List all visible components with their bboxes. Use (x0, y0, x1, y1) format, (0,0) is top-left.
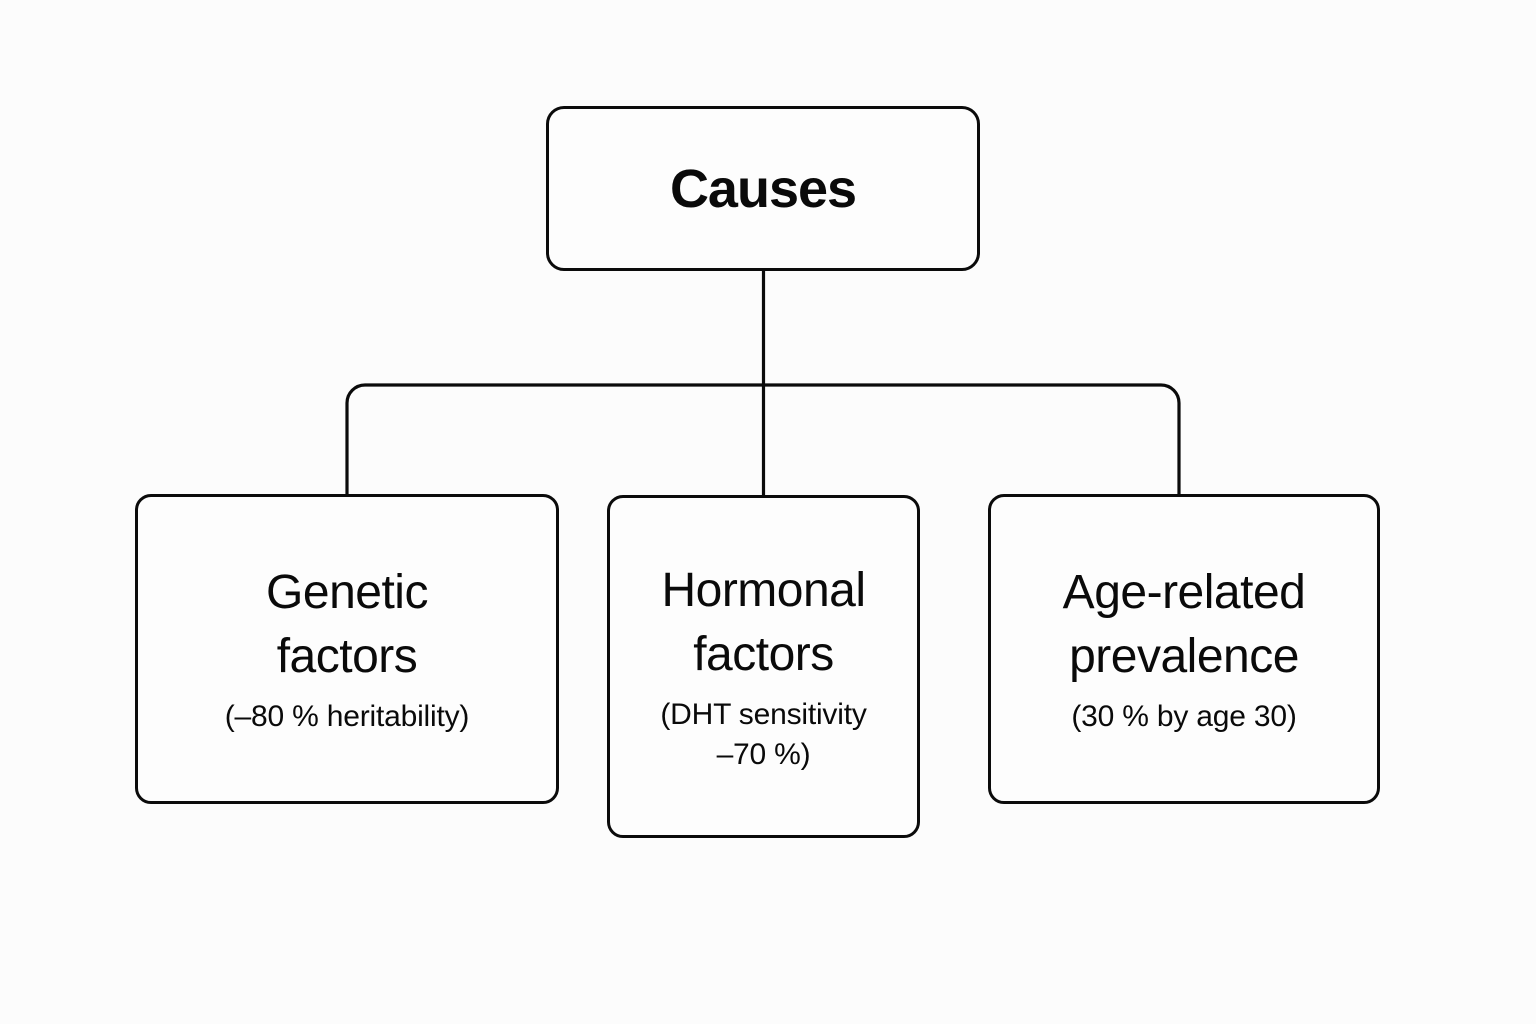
node-genetic-factors-subtitle: (–80 % heritability) (224, 700, 470, 733)
node-age-related-prevalence-title: Age-related prevalence (1062, 566, 1306, 683)
node-genetic-factors-title: Genetic factors (266, 566, 428, 683)
node-hormonal-factors-subtitle: (DHT sensitivity –70 %) (660, 697, 867, 771)
connector-bus-to-genetic (345, 383, 764, 495)
node-causes-title: Causes (669, 158, 857, 219)
node-hormonal-factors[interactable]: Hormonal factors (DHT sensitivity –70 %) (607, 495, 920, 838)
node-age-related-prevalence[interactable]: Age-related prevalence (30 % by age 30) (988, 494, 1380, 804)
node-age-related-prevalence-subtitle: (30 % by age 30) (1071, 700, 1297, 733)
node-causes[interactable]: Causes (546, 106, 980, 271)
node-hormonal-factors-title: Hormonal factors (661, 563, 866, 681)
connector-bus-to-age (763, 383, 1181, 495)
node-genetic-factors[interactable]: Genetic factors (–80 % heritability) (135, 494, 559, 804)
